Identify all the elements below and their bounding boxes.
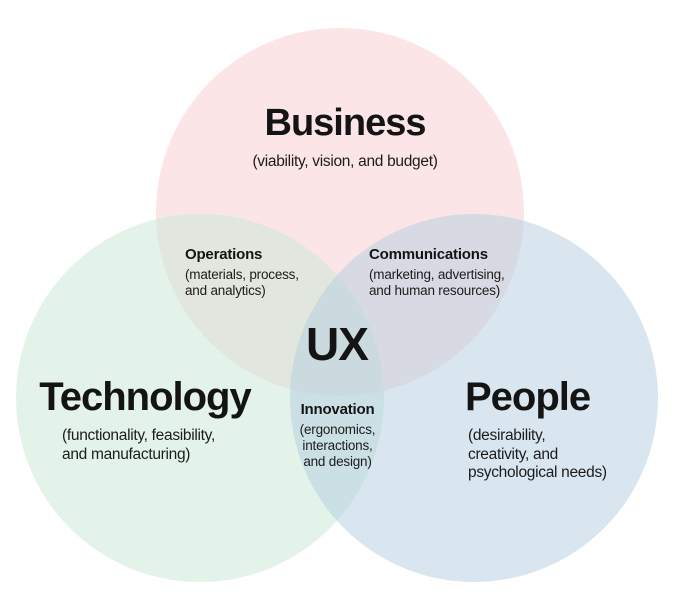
- communications-subtitle: (marketing, advertising, and human resou…: [369, 267, 505, 298]
- innovation-label: Innovation (ergonomics, interactions, an…: [280, 401, 395, 470]
- business-subtitle: (viability, vision, and budget): [252, 152, 438, 170]
- communications-title: Communications: [369, 246, 488, 263]
- people-subtitle: (desirability, creativity, and psycholog…: [468, 427, 607, 482]
- technology-subtitle: (functionality, feasibility, and manufac…: [62, 427, 215, 463]
- people-title: People: [465, 375, 591, 419]
- business-title: Business: [264, 102, 427, 144]
- technology-title: Technology: [39, 375, 251, 419]
- operations-label: Operations (materials, process, and anal…: [185, 246, 299, 299]
- business-label: Business (viability, vision, and budget): [165, 102, 525, 171]
- operations-subtitle: (materials, process, and analytics): [185, 267, 299, 298]
- people-label: People (desirability, creativity, and ps…: [465, 375, 665, 483]
- innovation-title: Innovation: [300, 401, 375, 418]
- communications-label: Communications (marketing, advertising, …: [369, 246, 505, 299]
- operations-title: Operations: [185, 246, 263, 263]
- ux-center-label: UX: [306, 318, 369, 370]
- people-circle: [290, 214, 658, 582]
- technology-label: Technology (functionality, feasibility, …: [30, 375, 260, 464]
- innovation-subtitle: (ergonomics, interactions, and design): [299, 422, 376, 469]
- technology-circle: [16, 214, 384, 582]
